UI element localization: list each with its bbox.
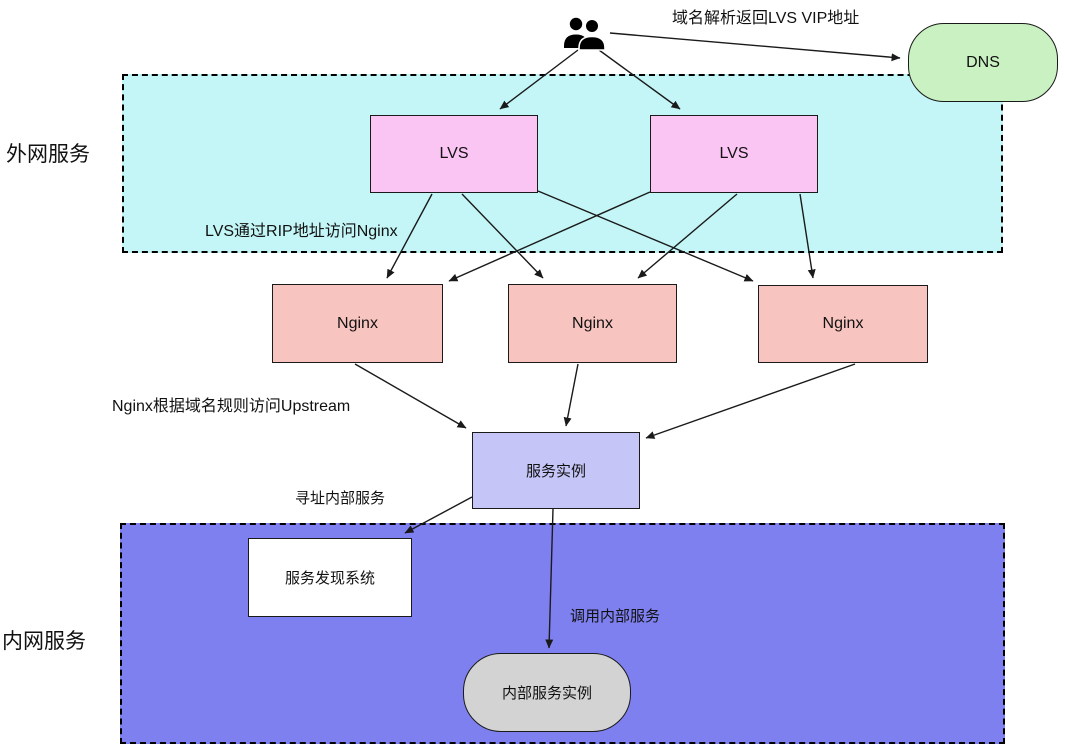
- node-service-instance: 服务实例: [472, 432, 640, 509]
- node-lvs-1: LVS: [370, 115, 538, 193]
- edge-nginx1-to-service: [354, 363, 467, 429]
- edge-label-nginx-upstream: Nginx根据域名规则访问Upstream: [112, 398, 351, 415]
- edge-nginx3-to-service: [645, 363, 856, 439]
- zone-label-internal: 内网服务: [2, 630, 86, 653]
- edge-users-to-dns: [609, 32, 901, 62]
- node-nginx-1: Nginx: [272, 284, 443, 363]
- node-nginx-3: Nginx: [758, 285, 928, 363]
- zone-label-external: 外网服务: [6, 143, 90, 166]
- node-service-discovery-system: 服务发现系统: [248, 538, 412, 617]
- node-nginx-2: Nginx: [508, 284, 677, 363]
- edge-label-lvs-rip: LVS通过RIP地址访问Nginx: [205, 223, 398, 240]
- edge-label-call-internal: 调用内部服务: [570, 608, 661, 625]
- edge-label-addressing-internal: 寻址内部服务: [295, 490, 386, 507]
- node-dns: DNS: [908, 23, 1058, 102]
- edge-nginx2-to-service: [563, 363, 579, 427]
- edge-label-dns-resolve: 域名解析返回LVS VIP地址: [672, 10, 860, 27]
- node-internal-service-instance: 内部服务实例: [463, 653, 631, 732]
- users-icon: [562, 17, 606, 51]
- node-lvs-2: LVS: [650, 115, 818, 193]
